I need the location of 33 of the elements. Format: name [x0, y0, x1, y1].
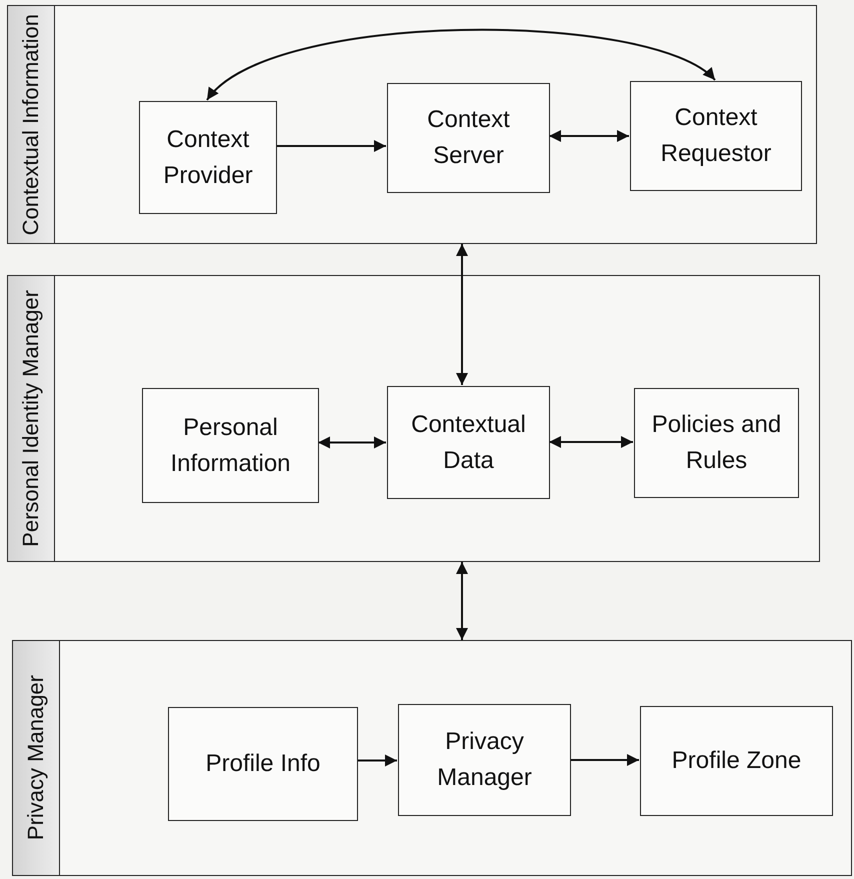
arrow — [276, 140, 386, 152]
group-panel — [12, 640, 852, 876]
arrow — [357, 754, 397, 766]
arrow — [549, 130, 629, 142]
process-box — [168, 707, 358, 821]
arrow — [570, 754, 639, 766]
process-box — [142, 388, 319, 503]
process-box — [640, 706, 833, 816]
box-label: Context Requestor — [660, 103, 772, 169]
box-label: Policies and Rules — [650, 410, 782, 476]
arrow — [456, 244, 468, 385]
arrow — [318, 436, 386, 448]
process-box — [387, 386, 550, 499]
process-box — [139, 101, 277, 214]
group-panel — [7, 5, 817, 244]
process-box — [387, 83, 550, 193]
process-box — [634, 388, 799, 498]
panel-title: Contextual Information — [19, 14, 43, 236]
arrow — [206, 29, 716, 101]
box-label: Context Server — [426, 105, 511, 171]
process-box — [398, 704, 571, 816]
box-label: Profile Zone — [672, 746, 802, 776]
panel-title: Privacy Manager — [24, 675, 48, 841]
box-label: Context Provider — [162, 124, 254, 190]
group-panel — [7, 275, 820, 562]
arrow — [549, 436, 633, 448]
process-box — [630, 81, 802, 191]
arrow — [456, 562, 468, 640]
box-label: Profile Info — [206, 749, 320, 779]
box-label: Personal Information — [169, 412, 292, 478]
panel-title: Personal Identity Manager — [19, 290, 43, 547]
box-label: Privacy Manager — [436, 727, 533, 793]
box-label: Contextual Data — [410, 410, 527, 476]
